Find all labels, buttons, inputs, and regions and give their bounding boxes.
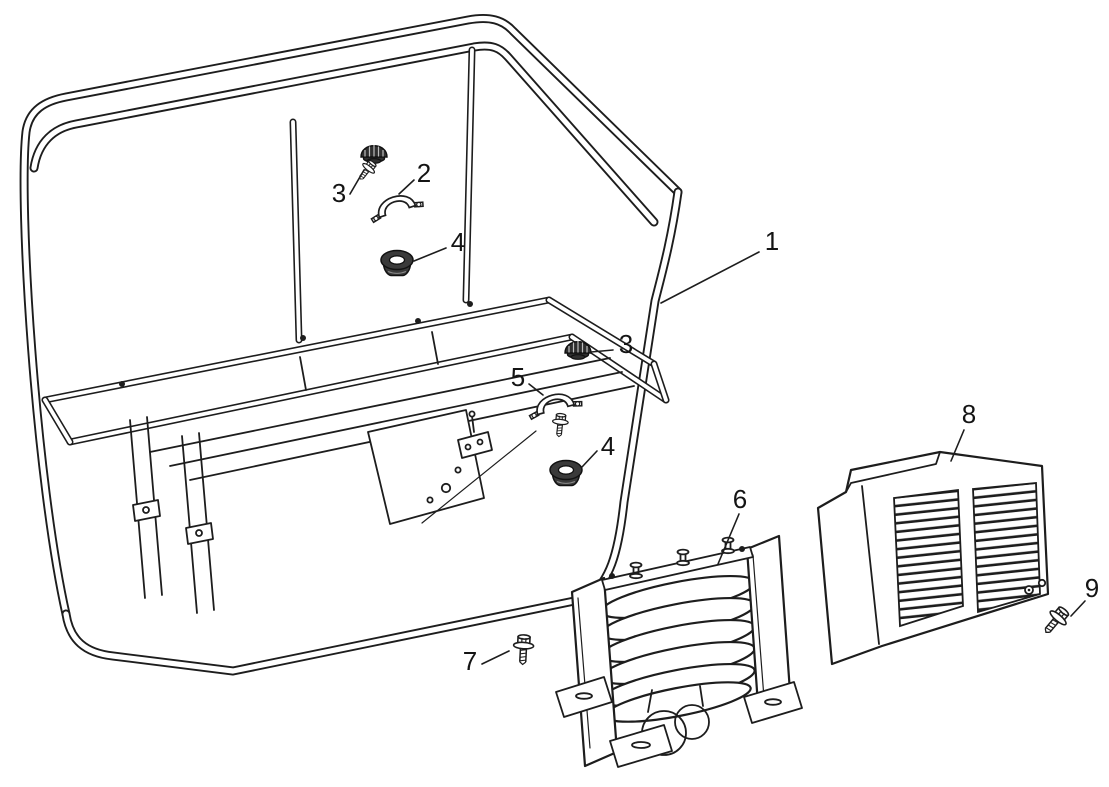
flange-bolt-left: [511, 633, 535, 666]
rubber-grommet-upper: [380, 249, 414, 277]
callout-8: 8: [962, 399, 976, 429]
leader-6: [717, 513, 740, 565]
reactor-coil-assembly: [555, 534, 803, 768]
cover-top-step: [845, 451, 941, 493]
callout-7: 7: [463, 646, 477, 676]
cap-nut-upper: [360, 144, 388, 165]
side-channel-rails: [129, 416, 215, 614]
leader-5: [528, 383, 544, 396]
main-frame: [24, 18, 678, 671]
cover-front-edge: [861, 485, 880, 645]
leader-2: [398, 179, 415, 195]
leader-7: [481, 650, 510, 665]
callout-5: 5: [511, 362, 525, 392]
leader-3-upper: [349, 169, 365, 195]
cable-clamp-lower: [525, 387, 584, 421]
coil-windings: [600, 574, 756, 723]
engine-mount-plate: [367, 409, 485, 525]
flange-bolt-right: [1037, 602, 1074, 640]
callout-4-lower: 4: [601, 431, 615, 461]
callout-6: 6: [733, 484, 747, 514]
callout-3-lower: 3: [619, 329, 633, 359]
clamp-screw-lower: [550, 412, 570, 438]
leader-4-lower: [581, 450, 598, 468]
leader-1: [660, 251, 760, 304]
cover-screw-hole: [1037, 578, 1047, 588]
callout-3-upper: 3: [332, 178, 346, 208]
leader-3-lower: [590, 349, 614, 353]
shelf-cross-member: [299, 331, 439, 391]
cable-clamp-upper: [366, 188, 425, 224]
louver-grille-right: [972, 482, 1041, 614]
mounting-feet: [555, 676, 803, 768]
leader-4-upper: [413, 247, 447, 262]
leader-9: [1070, 600, 1086, 617]
reactor-tie-bar: [601, 546, 754, 591]
leader-8: [950, 429, 965, 462]
clamp-mount-bracket: [457, 410, 493, 459]
frame-fastener-dots: [119, 301, 473, 387]
louvered-side-cover: [816, 450, 1050, 666]
callout-labels: 1 2 3 4 3 5 4 6 7 8 9: [332, 158, 1099, 676]
rubber-grommet-lower: [549, 459, 583, 487]
clamp-mount-line: [421, 430, 537, 524]
callout-4-upper: 4: [451, 227, 465, 257]
leader-lines: [349, 169, 1086, 665]
callout-2: 2: [417, 158, 431, 188]
callout-1: 1: [765, 226, 779, 256]
louver-grille-left: [893, 488, 964, 628]
callout-9: 9: [1085, 573, 1099, 603]
